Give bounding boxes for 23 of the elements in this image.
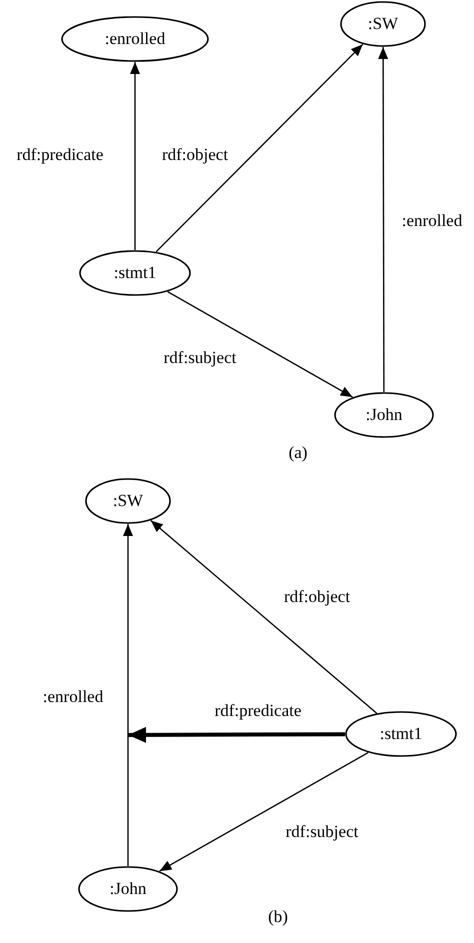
entity-ellipse: :stmt1 bbox=[79, 250, 191, 296]
arrow bbox=[123, 524, 133, 866]
edge-label: rdf:object bbox=[282, 587, 352, 607]
edge-label: rdf:predicate bbox=[214, 701, 302, 721]
edge-label: rdf:object bbox=[160, 145, 230, 165]
panel-label: (a) bbox=[288, 443, 308, 463]
entity-ellipse: :enrolled bbox=[61, 16, 209, 62]
entity-ellipse: :John bbox=[334, 392, 434, 438]
edge-label: rdf:subject bbox=[284, 822, 360, 842]
arrow bbox=[167, 291, 353, 398]
edge-label: rdf:subject bbox=[162, 348, 238, 368]
edge-label: rdf:predicate bbox=[16, 145, 104, 165]
thick-arrow bbox=[128, 726, 345, 743]
entity-ellipse: :stmt1 bbox=[345, 711, 457, 757]
panel-label: (b) bbox=[267, 907, 289, 927]
entity-ellipse: :SW bbox=[85, 478, 171, 524]
arrow bbox=[150, 520, 378, 714]
arrow bbox=[130, 62, 140, 250]
arrow bbox=[159, 752, 369, 872]
arrow bbox=[378, 47, 388, 392]
entity-ellipse: :SW bbox=[340, 1, 426, 47]
arrow bbox=[156, 44, 364, 252]
entity-ellipse: :John bbox=[78, 866, 178, 912]
